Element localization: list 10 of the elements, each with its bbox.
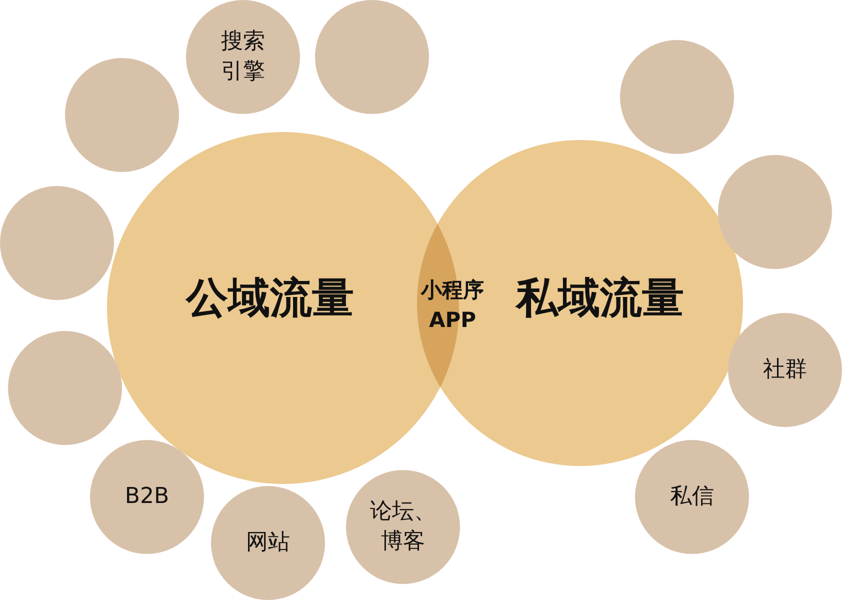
overlap-label: 小程序 — [420, 277, 485, 304]
circle-label: B2B — [124, 483, 170, 511]
circle-label: 论坛、博客 — [369, 498, 437, 556]
circle-label: 私信 — [669, 483, 715, 511]
circle-title: 公域流量 — [186, 272, 354, 324]
circle-label: 网站 — [245, 529, 291, 557]
circle-label: 社群 — [762, 356, 808, 384]
overlap-label: APP — [428, 307, 478, 334]
circle-title: 私域流量 — [516, 272, 684, 324]
circle-label: 搜索引擎 — [220, 28, 266, 86]
